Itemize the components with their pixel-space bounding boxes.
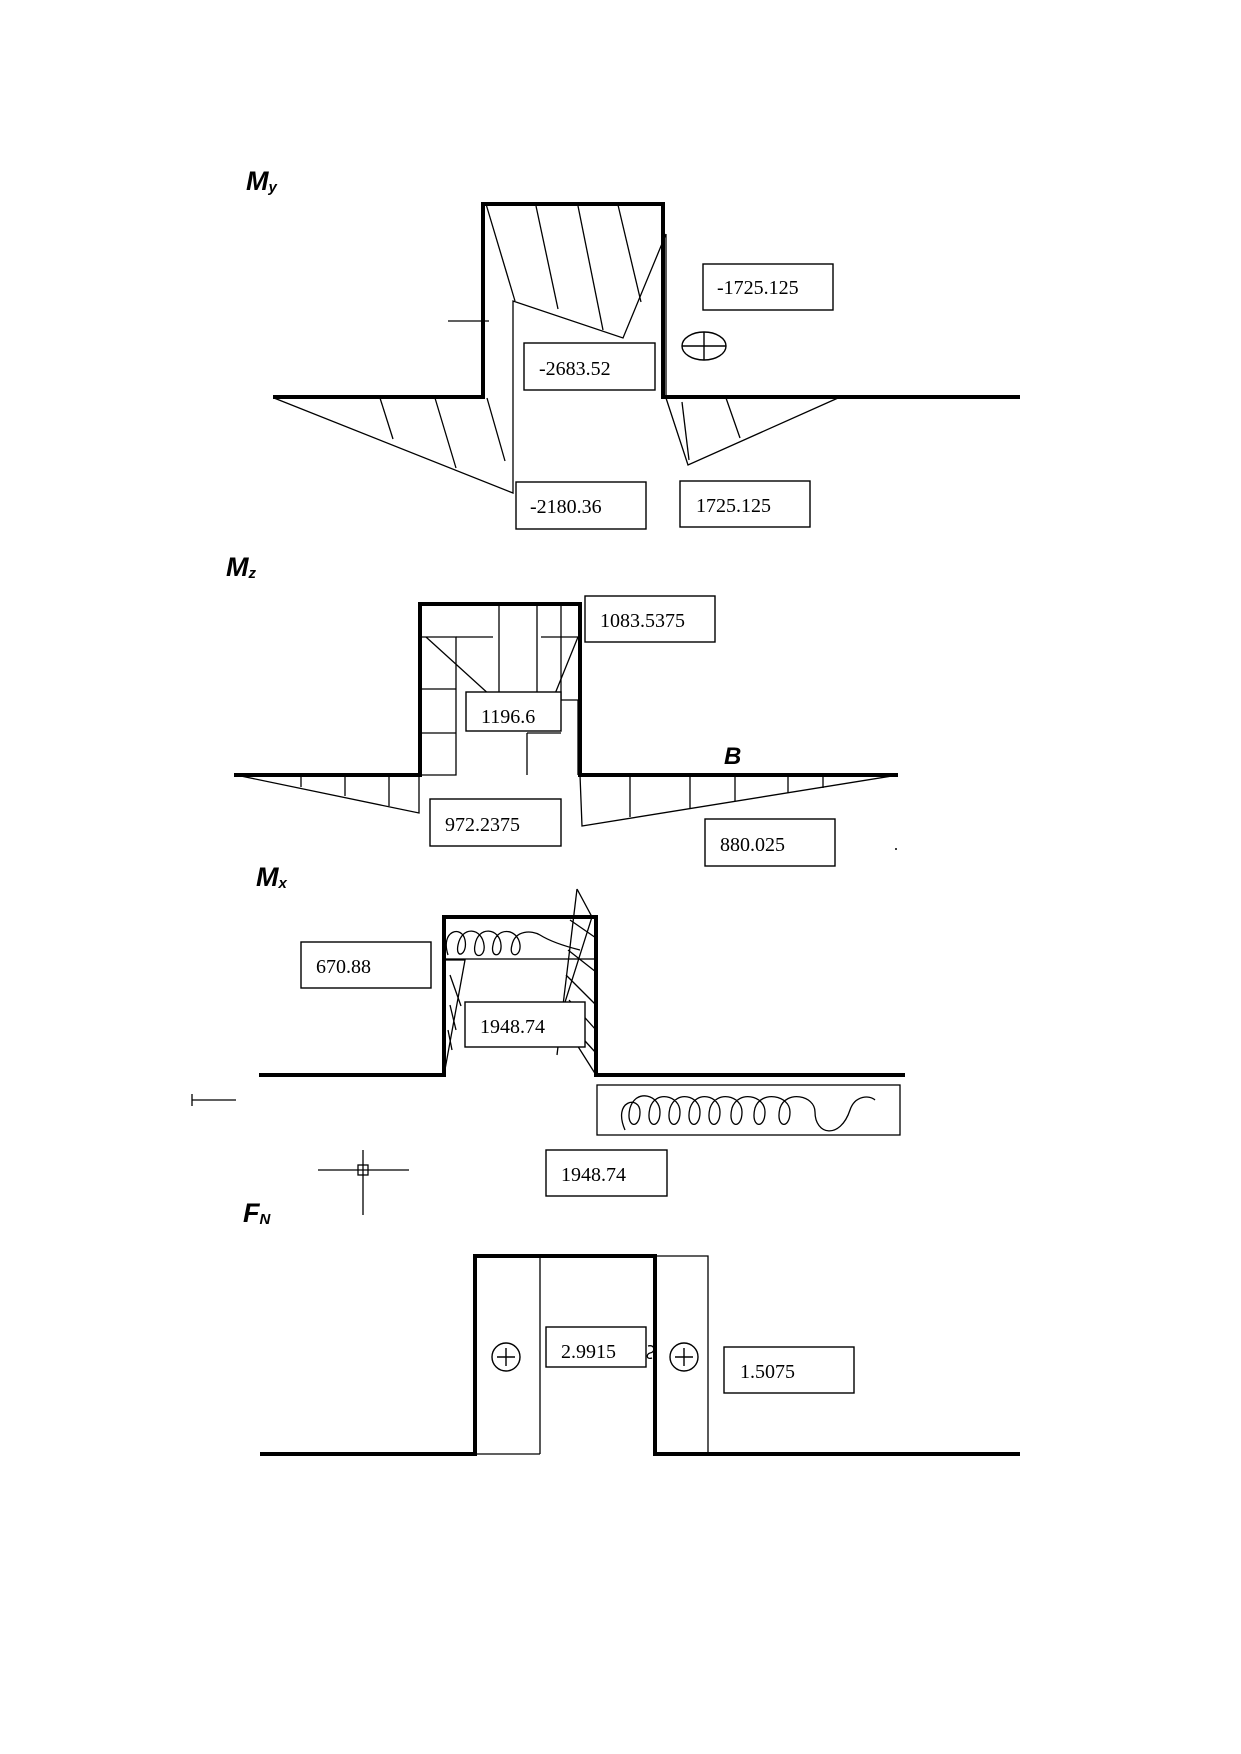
mx-title: Mx	[256, 862, 288, 892]
value-box: 1083.5375	[584, 595, 716, 643]
value-box: 880.025	[704, 818, 836, 867]
value-box: 1725.125	[679, 480, 811, 528]
my-diagram: My	[246, 166, 1020, 530]
my-moment-regions	[273, 203, 839, 494]
svg-text:1948.74: 1948.74	[480, 1016, 545, 1038]
svg-text:1948.74: 1948.74	[561, 1164, 626, 1186]
value-box: 1196.6	[465, 691, 562, 732]
value-box: 2.9915	[545, 1326, 647, 1368]
plus-circle-icon	[491, 1342, 521, 1372]
value-box: 1.5075	[723, 1346, 855, 1394]
plus-circle-icon	[681, 331, 727, 361]
mz-title: Mz	[226, 552, 257, 582]
mz-diagram: Mz	[226, 552, 898, 867]
svg-text:1083.5375: 1083.5375	[600, 610, 685, 632]
crosshair-icon	[318, 1150, 409, 1215]
svg-text:1196.6: 1196.6	[481, 706, 535, 728]
value-box: 1948.74	[464, 1001, 586, 1048]
my-title: My	[246, 166, 278, 196]
value-box: -2180.36	[515, 481, 647, 530]
svg-text:670.88: 670.88	[316, 956, 371, 978]
point-b-label: B	[724, 743, 741, 770]
value-box: -2683.52	[523, 342, 656, 391]
mx-frame	[259, 915, 905, 1077]
mx-diagram: Mx	[191, 862, 905, 1215]
fn-diagram: FN 2.9915 1.5075	[243, 1198, 1020, 1456]
svg-text:-2683.52: -2683.52	[539, 358, 611, 380]
end-marker-icon	[191, 1094, 236, 1106]
svg-text:-2180.36: -2180.36	[530, 496, 602, 518]
svg-text:-1725.125: -1725.125	[717, 277, 799, 299]
value-box: -1725.125	[702, 263, 834, 311]
mz-moment-regions	[235, 604, 893, 827]
mz-frame	[234, 602, 898, 777]
value-box: 1948.74	[545, 1149, 668, 1197]
value-box: 972.2375	[429, 798, 562, 847]
fn-frame	[260, 1254, 1020, 1456]
plus-circle-icon	[669, 1342, 699, 1372]
svg-text:880.025: 880.025	[720, 834, 785, 856]
svg-text:2.9915: 2.9915	[561, 1341, 616, 1363]
svg-text:972.2375: 972.2375	[445, 814, 520, 836]
my-frame	[273, 202, 1020, 399]
svg-text:1.5075: 1.5075	[740, 1361, 795, 1383]
value-box: 670.88	[300, 941, 432, 989]
svg-text:1725.125: 1725.125	[696, 495, 771, 517]
fn-title: FN	[243, 1198, 272, 1228]
